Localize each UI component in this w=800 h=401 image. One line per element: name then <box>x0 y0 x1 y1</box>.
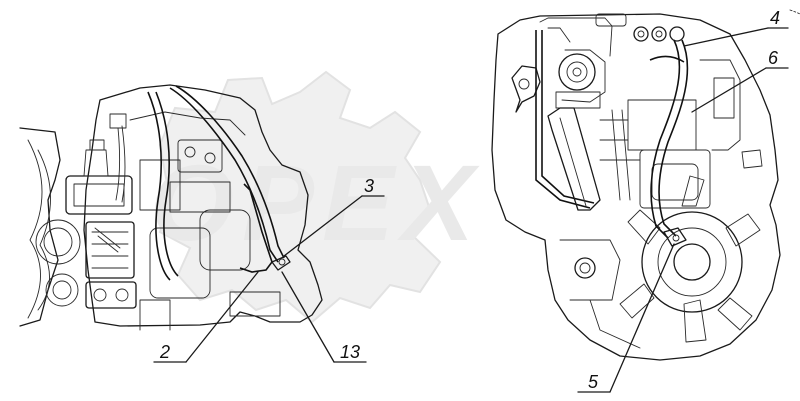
callout-5: 5 <box>577 243 675 393</box>
callout-label-2: 2 <box>159 342 170 362</box>
callout-label-3: 3 <box>364 176 374 196</box>
callout-2: 2 <box>153 271 259 363</box>
right-engine-view <box>491 13 781 361</box>
callout-4: 4 <box>683 8 800 47</box>
left-engine-view <box>19 84 323 331</box>
callout-label-13: 13 <box>340 342 360 362</box>
callout-6: 6 <box>691 48 789 113</box>
callout-label-4: 4 <box>770 8 780 28</box>
callout-label-6: 6 <box>768 48 779 68</box>
watermark-gear <box>158 70 442 324</box>
callout-13: 13 <box>281 271 367 363</box>
watermark: OPEX <box>150 70 482 324</box>
callout-label-5: 5 <box>588 372 599 392</box>
callout-3: 3 <box>283 176 385 257</box>
watermark-text: OPEX <box>150 142 482 263</box>
